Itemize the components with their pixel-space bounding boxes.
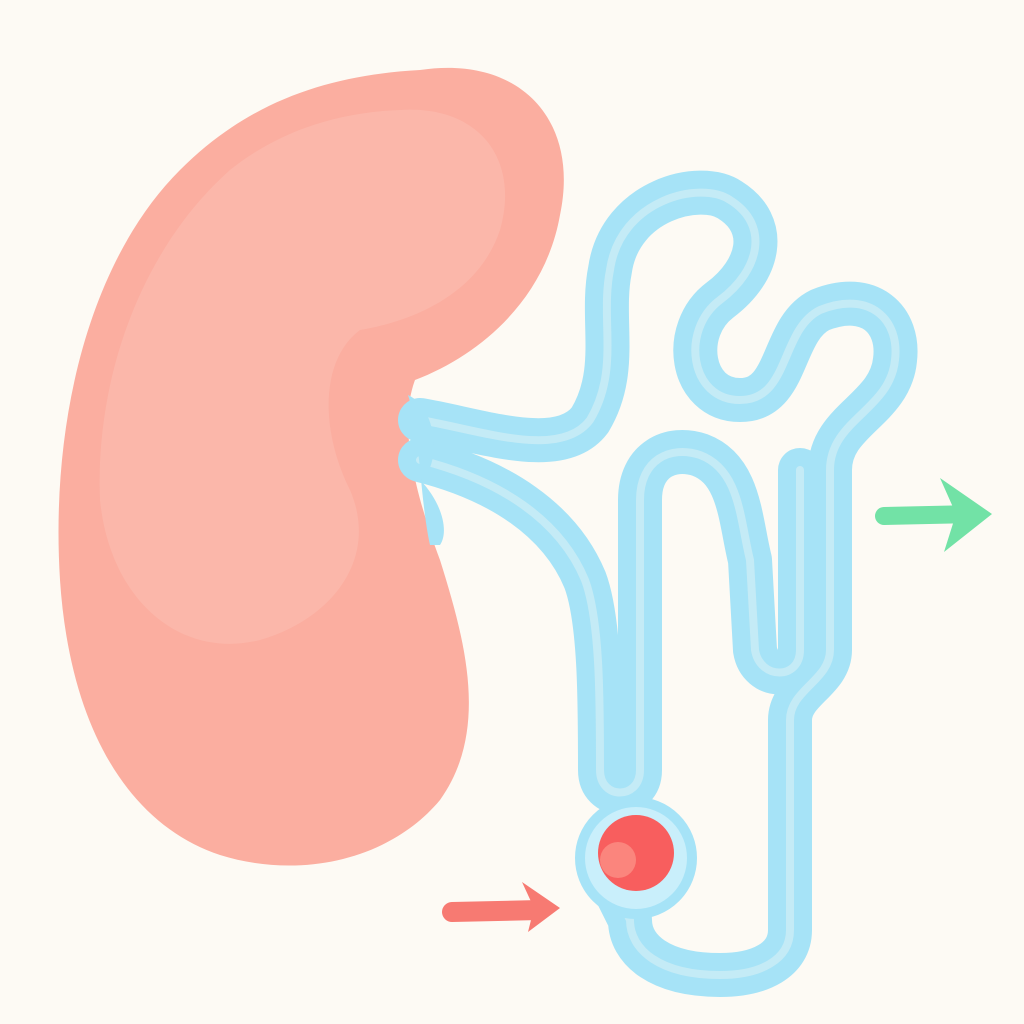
nephron-tubule — [398, 170, 918, 997]
tubule-inner — [416, 188, 900, 979]
kidney-highlight — [99, 109, 506, 644]
ureter-connection — [408, 395, 444, 545]
arrow-right-icon — [875, 478, 992, 552]
glomerulus — [575, 797, 697, 919]
tubule-outer — [398, 170, 918, 997]
kidney — [58, 67, 564, 866]
inflow-arrow-head — [522, 882, 560, 932]
glomerulus-highlight — [600, 842, 636, 878]
inflow-arrow-shaft — [442, 900, 550, 922]
outflow-arrow-head — [940, 478, 992, 552]
arrow-right-icon — [442, 882, 560, 932]
